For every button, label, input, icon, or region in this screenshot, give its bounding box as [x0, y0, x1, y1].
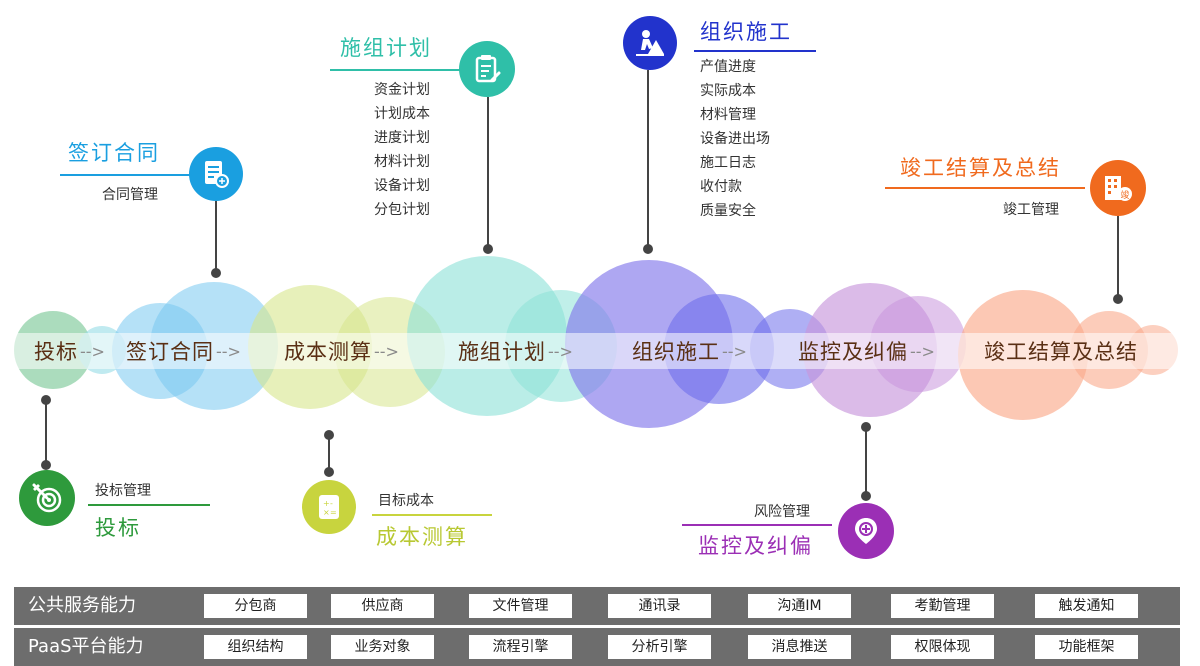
stage-build-item: 产值进度	[700, 59, 756, 75]
flow-step-plan: 施组计划-->	[458, 333, 575, 369]
connector-dot	[1113, 294, 1123, 304]
stage-monitor-rule	[682, 524, 832, 526]
flow-band	[14, 333, 1182, 369]
stage-build-rule	[694, 50, 816, 52]
capability-row-label: 公共服务能力	[28, 595, 136, 616]
stage-cost-rule	[372, 514, 492, 516]
stage-settle-title: 竣工结算及总结	[900, 156, 1061, 180]
capability-item: 分析引擎	[608, 635, 711, 659]
stage-build-item: 收付款	[700, 179, 742, 195]
flow-step-cost: 成本测算-->	[284, 333, 401, 369]
capability-item: 文件管理	[469, 594, 572, 618]
stage-plan-item: 分包计划	[374, 202, 430, 218]
stage-contract-title: 签订合同	[68, 141, 160, 165]
stage-settle-rule	[885, 187, 1085, 189]
construction-worker-icon	[623, 16, 677, 70]
capability-row-public: 公共服务能力 分包商 供应商 文件管理 通讯录 沟通IM 考勤管理 触发通知	[14, 587, 1180, 625]
capability-row-label: PaaS平台能力	[28, 636, 144, 657]
svg-text:×: ×	[323, 508, 330, 517]
capability-item: 流程引擎	[469, 635, 572, 659]
clipboard-icon	[459, 41, 515, 97]
stage-bid-rule	[88, 504, 210, 506]
capability-item: 供应商	[331, 594, 434, 618]
capability-item: 通讯录	[608, 594, 711, 618]
stage-build-item: 实际成本	[700, 83, 756, 99]
flow-step-bid: 投标-->	[34, 333, 107, 369]
flow-step-label: 组织施工	[632, 340, 720, 364]
stage-plan-rule	[330, 69, 460, 71]
capability-item: 功能框架	[1035, 635, 1138, 659]
stage-plan-item: 进度计划	[374, 130, 430, 146]
connector-stem	[215, 201, 217, 271]
flow-step-label: 竣工结算及总结	[984, 340, 1138, 364]
connector-stem	[647, 70, 649, 248]
settle-badge-glyph: 竣	[1120, 189, 1129, 201]
calculator-icon: +-×=	[302, 480, 356, 534]
capability-item: 触发通知	[1035, 594, 1138, 618]
target-icon	[19, 470, 75, 526]
capability-row-paas: PaaS平台能力 组织结构 业务对象 流程引擎 分析引擎 消息推送 权限体现 功…	[14, 628, 1180, 666]
stage-plan-item: 计划成本	[374, 106, 430, 122]
capability-item: 消息推送	[748, 635, 851, 659]
stage-plan-item: 资金计划	[374, 82, 430, 98]
connector-stem	[487, 97, 489, 247]
stage-build-item: 施工日志	[700, 155, 756, 171]
contract-doc-icon	[189, 147, 243, 201]
flow-step-label: 监控及纠偏	[798, 340, 908, 364]
connector-stem	[1117, 216, 1119, 298]
stage-build-item: 材料管理	[700, 107, 756, 123]
stage-bid-item: 投标管理	[95, 483, 151, 499]
capability-item: 业务对象	[331, 635, 434, 659]
connector-stem	[328, 435, 330, 475]
stage-cost-item: 目标成本	[378, 493, 434, 509]
connector-dot	[211, 268, 221, 278]
flow-step-settle: 竣工结算及总结	[984, 333, 1138, 369]
connector-dot	[324, 467, 334, 477]
stage-monitor-item: 风险管理	[754, 504, 810, 520]
capability-item: 沟通IM	[748, 594, 851, 618]
stage-bid-title: 投标	[95, 516, 141, 540]
stage-monitor-title: 监控及纠偏	[698, 534, 813, 558]
flow-arrow: -->	[374, 341, 399, 361]
connector-dot	[41, 460, 51, 470]
location-pin-icon	[838, 503, 894, 559]
stage-build-title: 组织施工	[700, 20, 792, 44]
flow-step-label: 签订合同	[126, 340, 214, 364]
connector-stem	[45, 400, 47, 464]
connector-dot	[861, 491, 871, 501]
capability-item: 分包商	[204, 594, 307, 618]
stage-contract-rule	[60, 174, 190, 176]
svg-text:-: -	[330, 499, 333, 508]
stage-build-item: 质量安全	[700, 203, 756, 219]
capability-item: 考勤管理	[891, 594, 994, 618]
stage-contract-item: 合同管理	[102, 187, 158, 203]
stage-settle-item: 竣工管理	[1003, 202, 1059, 218]
stage-cost-title: 成本测算	[376, 525, 468, 549]
connector-dot	[643, 244, 653, 254]
capability-item: 权限体现	[891, 635, 994, 659]
stage-plan-item: 设备计划	[374, 178, 430, 194]
flow-arrow: -->	[80, 341, 105, 361]
connector-dot	[483, 244, 493, 254]
flow-step-label: 成本测算	[284, 340, 372, 364]
flow-step-monitor: 监控及纠偏-->	[798, 333, 937, 369]
svg-text:=: =	[330, 508, 337, 517]
stage-build-item: 设备进出场	[700, 131, 770, 147]
flow-step-label: 施组计划	[458, 340, 546, 364]
capability-item: 组织结构	[204, 635, 307, 659]
flow-arrow: -->	[722, 341, 747, 361]
stage-plan-title: 施组计划	[340, 36, 432, 60]
flow-arrow: -->	[216, 341, 241, 361]
building-icon: 竣	[1090, 160, 1146, 216]
connector-stem	[865, 427, 867, 497]
flow-arrow: -->	[548, 341, 573, 361]
flow-step-contract: 签订合同-->	[126, 333, 243, 369]
flow-step-label: 投标	[34, 340, 78, 364]
flow-step-build: 组织施工-->	[632, 333, 749, 369]
flow-arrow: -->	[910, 341, 935, 361]
stage-plan-item: 材料计划	[374, 154, 430, 170]
svg-text:+: +	[323, 499, 330, 508]
